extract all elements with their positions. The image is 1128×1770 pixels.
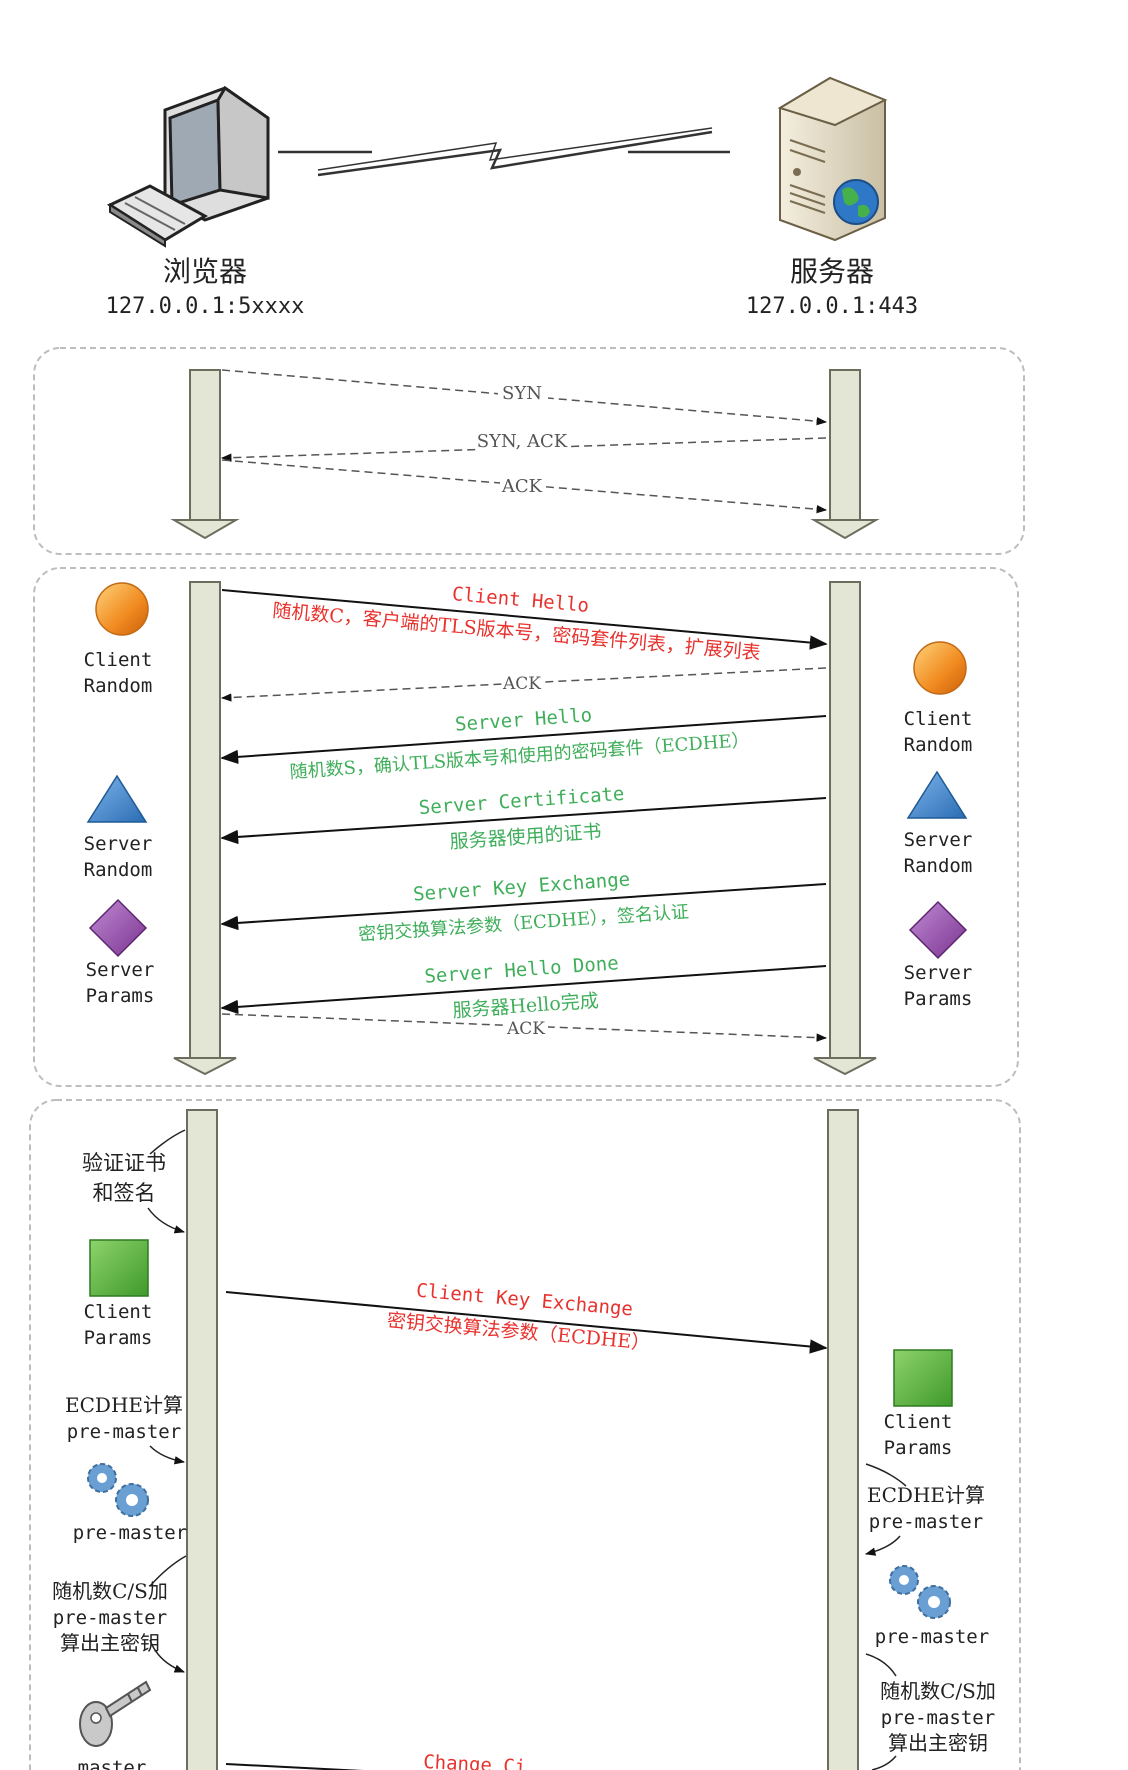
client-master-key-icon [79, 1680, 152, 1747]
client-premaster-label: pre-master [73, 1522, 187, 1544]
verify-curve-top [149, 1129, 186, 1155]
server-hello-arrow [220, 715, 827, 765]
browser-name: 浏览器 [163, 255, 247, 288]
server-key-exchange-arrow [220, 883, 827, 931]
synack-label: SYN, ACK [477, 431, 568, 452]
browser-computer-icon [106, 85, 270, 248]
change-cipher-label: Change Ci [423, 1751, 527, 1770]
client-verify-line1: 验证证书 [82, 1151, 166, 1175]
client-master-label: master [78, 1757, 147, 1770]
server-params-line2: Params [884, 1437, 953, 1459]
server-side-client-random-line1: Client [904, 708, 973, 730]
server-lifeline-tcp [810, 369, 880, 540]
syn-label: SYN [502, 383, 542, 404]
server-lifeline-key [827, 1109, 859, 1770]
client-side-client-random-line1: Client [84, 649, 153, 671]
server-certificate-arrow [220, 797, 827, 845]
server-certificate-detail: 服务器使用的证书 [449, 821, 602, 854]
server-derive-line1: 随机数C/S加 [880, 1679, 996, 1703]
client-lifeline-key [186, 1109, 218, 1770]
server-ecdhe-line2: pre-master [869, 1511, 983, 1533]
derive-curve-top [149, 1555, 187, 1587]
browser-address: 127.0.0.1:5xxxx [106, 294, 305, 319]
server-premaster-label: pre-master [875, 1626, 989, 1648]
derive-curve-bottom [149, 1639, 185, 1673]
client-ecdhe-line2: pre-master [67, 1421, 181, 1443]
server-server-params-diamond-icon [908, 900, 968, 960]
client-derive-line3: 算出主密钥 [60, 1631, 160, 1655]
network-link-icon [278, 127, 730, 177]
server-tower-icon [777, 76, 888, 242]
server-derive-line3: 算出主密钥 [888, 1731, 988, 1755]
client-hello-arrow [221, 589, 828, 650]
server-side-server-params-line2: Params [904, 988, 973, 1010]
server-server-random-triangle-icon [906, 770, 968, 819]
server-key-exchange-detail: 密钥交换算法参数（ECDHE），签名认证 [358, 901, 690, 945]
client-side-server-params-line2: Params [86, 985, 155, 1007]
server-ecdhe-curve-bottom [864, 1535, 901, 1556]
client-side-server-random-line1: Server [84, 833, 153, 855]
ack2-label: ACK [506, 1019, 545, 1039]
section-tcp-box [33, 347, 1025, 555]
client-side-server-random-line2: Random [84, 859, 153, 881]
server-address: 127.0.0.1:443 [746, 294, 918, 319]
server-side-server-params-line1: Server [904, 962, 973, 984]
client-derive-line2: pre-master [53, 1607, 167, 1629]
server-hello-title: Server Hello [454, 704, 592, 736]
client-params-line2: Params [84, 1327, 153, 1349]
client-verify-line2: 和签名 [93, 1181, 156, 1205]
client-random-sphere-icon [95, 582, 149, 636]
server-side-server-random-line2: Random [904, 855, 973, 877]
section-hello-box [33, 567, 1019, 1087]
client-key-exchange-arrow [225, 1291, 828, 1354]
server-ecdhe-line1: ECDHE计算 [867, 1483, 985, 1507]
server-ecdhe-curve-top [865, 1463, 907, 1487]
client-side-client-random-line2: Random [84, 675, 153, 697]
client-params-square-icon [89, 1239, 149, 1297]
client-side-server-params-line1: Server [86, 959, 155, 981]
client-lifeline-hello [173, 581, 237, 1076]
server-derive-curve [865, 1653, 897, 1677]
verify-curve-bottom [147, 1207, 186, 1234]
server-params-square-icon [893, 1349, 953, 1407]
server-side-client-random-line2: Random [904, 734, 973, 756]
server-hello-done-detail: 服务器Hello完成 [452, 990, 600, 1022]
ack1-label: ACK [502, 674, 541, 694]
client-params-line1: Client [84, 1301, 153, 1323]
change-cipher-arrow [225, 1763, 364, 1770]
server-premaster-gears-icon [889, 1565, 951, 1619]
client-ecdhe-line1: ECDHE计算 [65, 1393, 183, 1417]
server-hello-done-arrow [220, 965, 827, 1015]
ecdhe-curve [149, 1445, 186, 1465]
server-random-triangle-icon [86, 774, 148, 823]
ack-label: ACK [501, 476, 543, 497]
section-key-box [29, 1099, 1021, 1770]
server-params-line1: Client [884, 1411, 953, 1433]
server-name: 服务器 [790, 255, 874, 288]
server-side-server-random-line1: Server [904, 829, 973, 851]
server-client-random-sphere-icon [913, 641, 967, 695]
server-lifeline-hello [813, 581, 877, 1076]
server-params-diamond-icon [88, 898, 148, 958]
client-derive-line1: 随机数C/S加 [52, 1579, 168, 1603]
client-premaster-gears-icon [87, 1463, 149, 1517]
client-lifeline-tcp [170, 369, 240, 540]
server-derive-curve-bottom [871, 1755, 897, 1770]
server-derive-line2: pre-master [881, 1707, 995, 1729]
